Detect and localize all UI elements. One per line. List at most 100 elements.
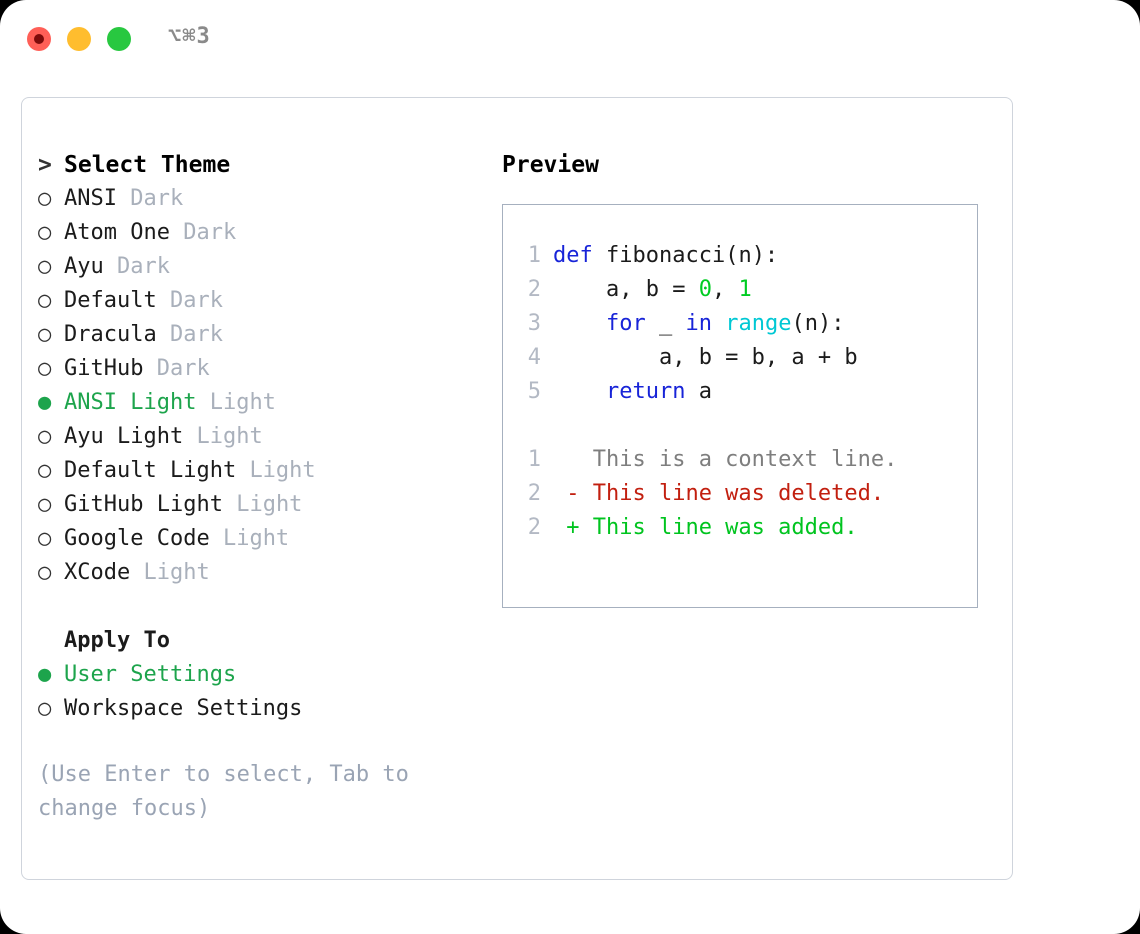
code-token: _ bbox=[645, 311, 686, 336]
radio-unselected-icon: ○ bbox=[38, 254, 52, 279]
code-token: a, b = bbox=[553, 277, 699, 302]
apply-to-option-label: User Settings bbox=[64, 662, 237, 687]
radio-unselected-icon: ○ bbox=[38, 322, 52, 347]
code-line: 2 a, b = 0, 1 bbox=[503, 273, 977, 307]
theme-list-item[interactable]: ○ ANSI Dark bbox=[38, 182, 478, 216]
prompt-caret-icon: > bbox=[38, 152, 52, 178]
code-token: in bbox=[685, 311, 712, 336]
code-line: 5 return a bbox=[503, 375, 977, 409]
theme-name: XCode bbox=[64, 560, 131, 585]
apply-to-options: ● User Settings ○Workspace Settings bbox=[38, 658, 478, 726]
radio-unselected-icon: ○ bbox=[38, 560, 52, 585]
theme-list-item[interactable]: ○ Atom One Dark bbox=[38, 216, 478, 250]
radio-unselected-icon: ○ bbox=[38, 696, 52, 721]
apply-to-label: Apply To bbox=[64, 628, 170, 653]
radio-selected-icon: ● bbox=[38, 390, 52, 415]
diff-line-number: 2 bbox=[527, 481, 541, 506]
apply-to-option[interactable]: ● User Settings bbox=[38, 658, 478, 692]
theme-name: Atom One bbox=[64, 220, 170, 245]
theme-list-header-label: Select Theme bbox=[64, 152, 231, 178]
theme-list-item[interactable]: ○ XCode Light bbox=[38, 556, 478, 590]
keyboard-hint-text: (Use Enter to select, Tab to change focu… bbox=[38, 762, 409, 821]
theme-variant-badge: Light bbox=[209, 390, 276, 415]
code-token: 0 bbox=[698, 277, 712, 302]
maximize-icon[interactable] bbox=[107, 27, 131, 51]
diff-line: 2 - This line was deleted. bbox=[503, 477, 977, 511]
close-icon[interactable] bbox=[27, 27, 51, 51]
theme-variant-badge: Dark bbox=[117, 254, 170, 279]
theme-variant-badge: Dark bbox=[130, 186, 184, 211]
radio-unselected-icon: ○ bbox=[38, 356, 52, 381]
theme-name: Google Code bbox=[64, 526, 210, 551]
code-token: a, b = b, a + b bbox=[553, 345, 858, 370]
diff-line: 2 + This line was added. bbox=[503, 511, 977, 545]
radio-unselected-icon: ○ bbox=[38, 186, 52, 211]
diff-line-text: This is a context line. bbox=[553, 447, 898, 472]
recording-indicator-dot bbox=[34, 34, 44, 44]
code-line: 4 a, b = b, a + b bbox=[503, 341, 977, 375]
code-token: for bbox=[605, 311, 646, 336]
keyboard-shortcut-label: ⌥⌘3 bbox=[168, 24, 211, 49]
code-token: return bbox=[605, 379, 686, 404]
diff-sample: 1 This is a context line.2 - This line w… bbox=[503, 443, 977, 545]
code-token bbox=[553, 379, 606, 404]
theme-variant-badge: Dark bbox=[169, 322, 223, 347]
theme-list-item[interactable]: ● ANSI Light Light bbox=[38, 386, 478, 420]
diff-line: 1 This is a context line. bbox=[503, 443, 977, 477]
code-token bbox=[712, 311, 725, 336]
theme-list-item[interactable]: ○Google Code Light bbox=[38, 522, 478, 556]
theme-variant-badge: Light bbox=[249, 458, 316, 483]
radio-unselected-icon: ○ bbox=[38, 220, 52, 245]
theme-variant-badge: Light bbox=[236, 492, 303, 517]
theme-list-item[interactable]: ○ Dracula Dark bbox=[38, 318, 478, 352]
main-panel: >Select Theme ○ANSI Dark○Atom One Dark○A… bbox=[21, 97, 1013, 880]
theme-name: GitHub bbox=[64, 356, 144, 381]
theme-variant-badge: Light bbox=[222, 526, 290, 551]
code-line-number: 5 bbox=[527, 379, 541, 404]
diff-line-text: - This line was deleted. bbox=[553, 481, 885, 506]
theme-name: Ayu bbox=[64, 254, 104, 279]
code-token: range bbox=[725, 311, 792, 336]
theme-list-item[interactable]: ○ Ayu Dark bbox=[38, 250, 478, 284]
minimize-icon[interactable] bbox=[67, 27, 91, 51]
theme-name: ANSI Light bbox=[64, 390, 197, 415]
theme-name: ANSI bbox=[64, 186, 117, 211]
theme-list-item[interactable]: ○Default Light Light bbox=[38, 454, 478, 488]
theme-list-item[interactable]: ○ GitHub Dark bbox=[38, 352, 478, 386]
theme-variant-badge: Dark bbox=[183, 220, 237, 245]
theme-name: Ayu Light bbox=[64, 424, 184, 449]
radio-unselected-icon: ○ bbox=[38, 492, 52, 517]
code-token: (n): bbox=[791, 311, 845, 336]
radio-selected-icon: ● bbox=[38, 662, 52, 687]
theme-variant-badge: Dark bbox=[156, 356, 210, 381]
theme-list-item[interactable]: ○Default Dark bbox=[38, 284, 478, 318]
apply-to-header: Apply To bbox=[38, 624, 478, 658]
theme-list: ○ANSI Dark○Atom One Dark○Ayu Dark○Defaul… bbox=[38, 182, 478, 590]
code-line: 3 for _ in range(n): bbox=[503, 307, 977, 341]
code-token: 1 bbox=[738, 277, 752, 302]
theme-name: Dracula bbox=[64, 322, 157, 347]
section-spacer bbox=[38, 590, 478, 624]
code-token: fibonacci(n): bbox=[592, 243, 779, 268]
theme-name: Default Light bbox=[64, 458, 237, 483]
code-diff-separator bbox=[503, 409, 977, 443]
diff-line-text: + This line was added. bbox=[553, 515, 858, 540]
theme-list-item[interactable]: ○ GitHub Light Light bbox=[38, 488, 478, 522]
code-line-number: 1 bbox=[527, 243, 541, 268]
theme-name: Default bbox=[64, 288, 157, 313]
theme-name: GitHub Light bbox=[64, 492, 223, 517]
apply-to-option[interactable]: ○Workspace Settings bbox=[38, 692, 478, 726]
title-bar: ⌥⌘3 bbox=[0, 0, 1140, 78]
theme-list-header: > Select Theme bbox=[38, 148, 478, 182]
code-token: , bbox=[711, 277, 739, 302]
theme-selector-column: >Select Theme ○ANSI Dark○Atom One Dark○A… bbox=[38, 148, 478, 826]
diff-line-number: 1 bbox=[527, 447, 541, 472]
code-line-number: 3 bbox=[527, 311, 541, 336]
code-line-number: 2 bbox=[527, 277, 541, 302]
theme-list-item[interactable]: ○Ayu Light Light bbox=[38, 420, 478, 454]
radio-unselected-icon: ○ bbox=[38, 288, 52, 313]
theme-variant-badge: Light bbox=[143, 560, 210, 585]
